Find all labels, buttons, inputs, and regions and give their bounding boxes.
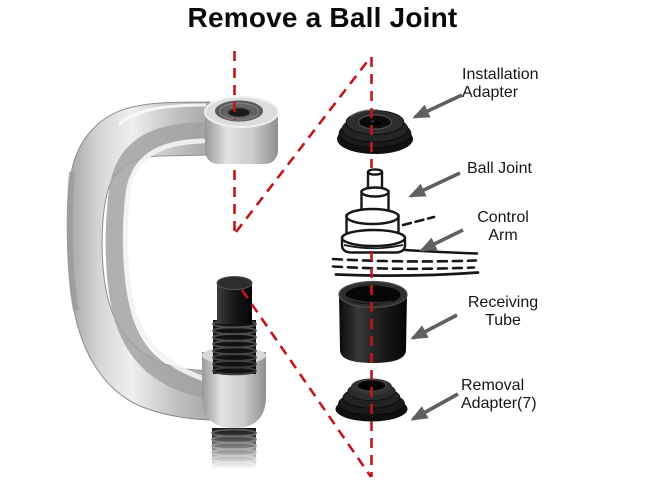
installation-adapter: [337, 109, 413, 154]
screw-threads-lower: [204, 428, 264, 476]
label-ball-joint: Ball Joint: [467, 160, 532, 178]
installation-adapter-arrow-icon: [412, 93, 463, 119]
ball-joint-arrow-icon: [408, 171, 461, 198]
projection-guide-bottom: [240, 289, 373, 478]
label-line: Installation: [462, 66, 539, 83]
label-line: Ball Joint: [467, 160, 532, 177]
receiving-tube-arrow-icon: [410, 313, 458, 340]
screw-tip: [216, 276, 253, 324]
ball-joint-part: [340, 168, 407, 254]
forcing-screw: [202, 276, 266, 476]
control-arm-part: [331, 215, 480, 278]
clamp-top-boss: [204, 96, 279, 164]
label-line: Receiving: [467, 294, 539, 311]
removal-adapter-arrow-icon: [410, 392, 459, 421]
label-line: Arm: [488, 226, 518, 244]
label-line: Adapter(7): [461, 394, 537, 412]
screw-threads-upper: [212, 319, 257, 376]
label-installation-adapter: Installation Adapter: [462, 66, 539, 101]
removal-adapter-part: [335, 378, 408, 422]
c-clamp-frame: [66, 101, 213, 421]
pointer-arrows: [408, 93, 464, 421]
label-line: Adapter: [462, 83, 519, 101]
page-title: Remove a Ball Joint: [187, 2, 458, 33]
receiving-tube-part: [338, 280, 408, 363]
label-receiving-tube: Receiving Tube: [460, 294, 546, 329]
label-removal-adapter: Removal Adapter(7): [461, 377, 537, 412]
label-line: Control: [477, 209, 529, 226]
label-control-arm: Control Arm: [470, 209, 536, 244]
label-line: Removal: [461, 377, 525, 394]
control-arm-arrow-icon: [419, 228, 464, 252]
label-line: Tube: [485, 311, 521, 329]
projection-guide-top: [234, 57, 372, 233]
alignment-guide-lines: [233, 51, 373, 478]
